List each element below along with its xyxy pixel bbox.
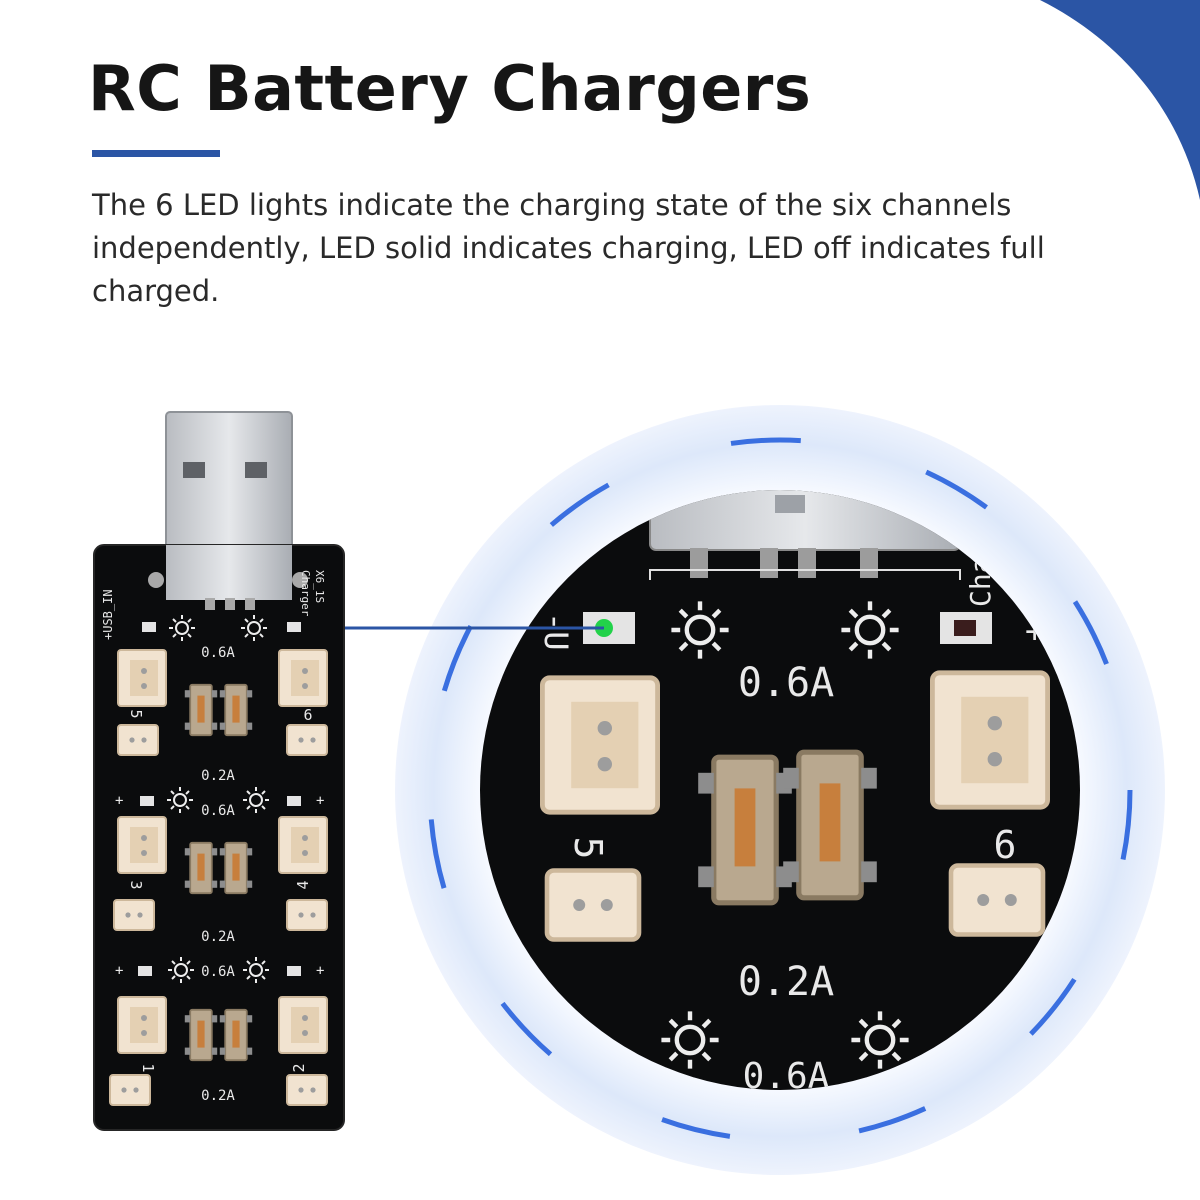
channel-2-label: 2 [290, 1063, 308, 1072]
connector-small [286, 899, 328, 931]
row1-low-current: 0.2A [201, 768, 235, 784]
zoom-connector-small-5 [547, 871, 639, 940]
connector-large [117, 996, 167, 1054]
row3-low-current: 0.2A [201, 1088, 235, 1104]
channel-4-label: 4 [294, 880, 312, 889]
connector-large [278, 816, 328, 874]
connector-small [117, 724, 159, 756]
row3-high-current: 0.6A [201, 964, 235, 980]
connector-small [286, 1074, 328, 1106]
description-text: The 6 LED lights indicate the charging s… [92, 188, 1045, 308]
zoom-usb-label: -U [537, 612, 575, 651]
model-label-line2: X6_1S [313, 570, 326, 603]
current-switch [218, 841, 254, 895]
plus-sign: + [316, 793, 324, 809]
row1-high-current: 0.6A [201, 645, 235, 661]
row2-low-current: 0.2A [201, 929, 235, 945]
current-switch [183, 1008, 219, 1062]
zoom-label-high-current: 0.6A [738, 660, 834, 706]
zoom-channel-6: 6 [994, 823, 1017, 867]
current-switch [183, 841, 219, 895]
zoom-lens: 0.6A 0.2A 0.6A 5 6 -U Char + [395, 405, 1165, 1175]
zoom-label-low-current: 0.2A [738, 959, 834, 1005]
title-underline [92, 150, 220, 157]
connector-small [286, 724, 328, 756]
current-switch [218, 683, 254, 737]
connector-large [117, 816, 167, 874]
channel-1-label: 1 [139, 1063, 157, 1072]
page-title: RC Battery Chargers [88, 52, 812, 125]
zoom-connector-large-5 [542, 678, 657, 812]
connector-small [109, 1074, 151, 1106]
zoom-connector-large-6 [932, 673, 1047, 807]
zoom-switch-left [698, 757, 792, 903]
channel-5-label: 5 [127, 709, 145, 718]
zoom-channel-5: 5 [566, 837, 610, 860]
plus-sign: + [115, 963, 123, 979]
usb-in-label: +USB_IN [101, 589, 115, 640]
current-switch [218, 1008, 254, 1062]
channel-3-label: 3 [127, 880, 145, 889]
channel-6-label: 6 [303, 706, 312, 724]
current-switch [183, 683, 219, 737]
connector-large [278, 996, 328, 1054]
row2-high-current: 0.6A [201, 803, 235, 819]
product-illustration: 0.6A 0.2A 0.6A 5 6 -U Char + +USB_IN Cha… [93, 405, 1165, 1175]
model-label-line1: Charger [299, 570, 312, 617]
plus-sign: + [115, 793, 123, 809]
plus-sign: + [316, 963, 324, 979]
zoom-switch-right [783, 752, 877, 898]
connector-large [278, 649, 328, 707]
zoom-connector-small-6 [951, 866, 1043, 935]
charger-board: +USB_IN Charger X6_1S 0.6A 0.2A 5 6 + + … [93, 411, 345, 1131]
connector-small [113, 899, 155, 931]
connector-large [117, 649, 167, 707]
zoom-label-next-current: 0.6A [743, 1056, 830, 1097]
